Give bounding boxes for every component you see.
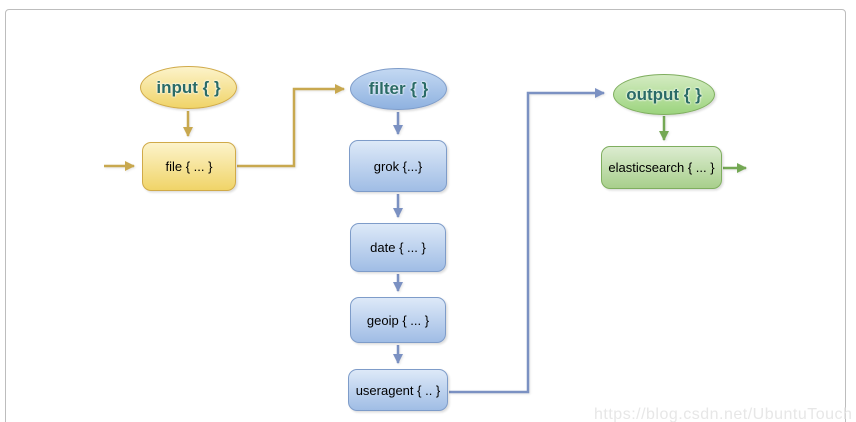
node-input-label: input { } xyxy=(156,77,221,97)
node-useragent-plugin: useragent { .. } xyxy=(348,369,448,411)
node-grok-plugin: grok {...} xyxy=(349,140,447,192)
node-filter-stage: filter { } xyxy=(350,68,447,110)
node-elasticsearch-label: elasticsearch { ... } xyxy=(608,160,715,175)
node-date-plugin: date { ... } xyxy=(350,223,446,272)
watermark-url: https://blog.csdn.net/UbuntuTouch xyxy=(594,406,853,422)
node-output-stage: output { } xyxy=(613,74,715,115)
node-filter-label: filter { } xyxy=(368,79,429,98)
node-grok-label: grok {...} xyxy=(373,158,423,174)
node-file-label: file { ... } xyxy=(165,159,213,174)
node-elasticsearch-plugin: elasticsearch { ... } xyxy=(601,146,722,189)
node-input-stage: input { } xyxy=(140,66,237,109)
node-file-plugin: file { ... } xyxy=(142,142,236,191)
node-geoip-plugin: geoip { ... } xyxy=(350,297,446,343)
node-date-label: date { ... } xyxy=(370,240,426,255)
node-geoip-label: geoip { ... } xyxy=(366,312,430,328)
node-useragent-label: useragent { .. } xyxy=(355,382,441,398)
node-output-label: output { } xyxy=(626,84,702,104)
